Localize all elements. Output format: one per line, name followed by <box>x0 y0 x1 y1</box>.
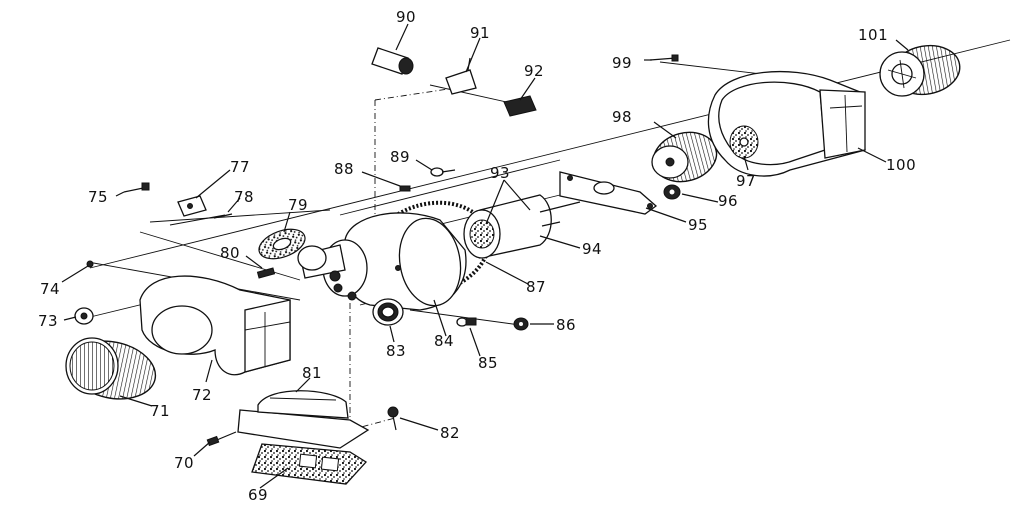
gasket-69 <box>251 443 368 485</box>
ring-83 <box>372 298 404 326</box>
nut-96 <box>663 184 681 200</box>
callout-83: 83 <box>386 342 406 360</box>
callout-96: 96 <box>718 192 738 210</box>
callout-100: 100 <box>886 156 916 174</box>
fitting-85 <box>456 317 477 327</box>
callout-99: 99 <box>612 54 632 72</box>
callout-89: 89 <box>390 148 410 166</box>
callout-79: 79 <box>288 196 308 214</box>
callout-85: 85 <box>478 354 498 372</box>
blower-housing-72 <box>139 275 291 376</box>
callout-95: 95 <box>688 216 708 234</box>
callout-98: 98 <box>612 108 632 126</box>
blower-wheel-71 <box>65 337 157 400</box>
nut-86 <box>513 317 529 331</box>
callout-97: 97 <box>736 172 756 190</box>
callout-82: 82 <box>440 424 460 442</box>
bracket-91 <box>445 57 477 95</box>
callout-101: 101 <box>858 26 888 44</box>
cover-plate-81 <box>237 390 370 449</box>
screw-82 <box>387 406 399 431</box>
callout-75: 75 <box>88 188 108 206</box>
callout-88: 88 <box>334 160 354 178</box>
callout-86: 86 <box>556 316 576 334</box>
callout-73: 73 <box>38 312 58 330</box>
burner-housing-84 <box>297 212 467 311</box>
screw-99 <box>649 54 679 62</box>
callout-94: 94 <box>582 240 602 258</box>
callout-84: 84 <box>434 332 454 350</box>
callout-92: 92 <box>524 62 544 80</box>
callout-87: 87 <box>526 278 546 296</box>
screw-75 <box>123 182 150 193</box>
callout-78: 78 <box>234 188 254 206</box>
leader-lines <box>61 23 909 489</box>
nut-73 <box>74 307 94 325</box>
callout-labels: 69 70 71 72 73 74 75 77 78 79 80 81 82 8… <box>38 8 916 504</box>
coupling-79 <box>258 228 306 260</box>
screw-88 <box>399 185 411 192</box>
callout-77: 77 <box>230 158 250 176</box>
screw-74 <box>86 260 94 268</box>
plug-89 <box>430 167 456 177</box>
callout-74: 74 <box>40 280 60 298</box>
blower-wheel-101 <box>879 44 961 97</box>
bracket-77 <box>177 195 207 217</box>
blower-housing-100 <box>707 71 866 177</box>
callout-80: 80 <box>220 244 240 262</box>
callout-93: 93 <box>490 164 510 182</box>
blower-wheel-98 <box>651 131 718 183</box>
callout-70: 70 <box>174 454 194 472</box>
screw-70 <box>206 431 237 447</box>
flange-95 <box>559 171 658 215</box>
impeller-97 <box>729 125 759 159</box>
screw-80 <box>256 267 276 279</box>
pin-78 <box>213 213 233 219</box>
callout-90: 90 <box>396 8 416 26</box>
callout-91: 91 <box>470 24 490 42</box>
callout-71: 71 <box>150 402 170 420</box>
callout-81: 81 <box>302 364 322 382</box>
filter-90 <box>371 47 414 75</box>
callout-69: 69 <box>248 486 268 504</box>
motor-94 <box>463 194 581 259</box>
callout-72: 72 <box>192 386 212 404</box>
